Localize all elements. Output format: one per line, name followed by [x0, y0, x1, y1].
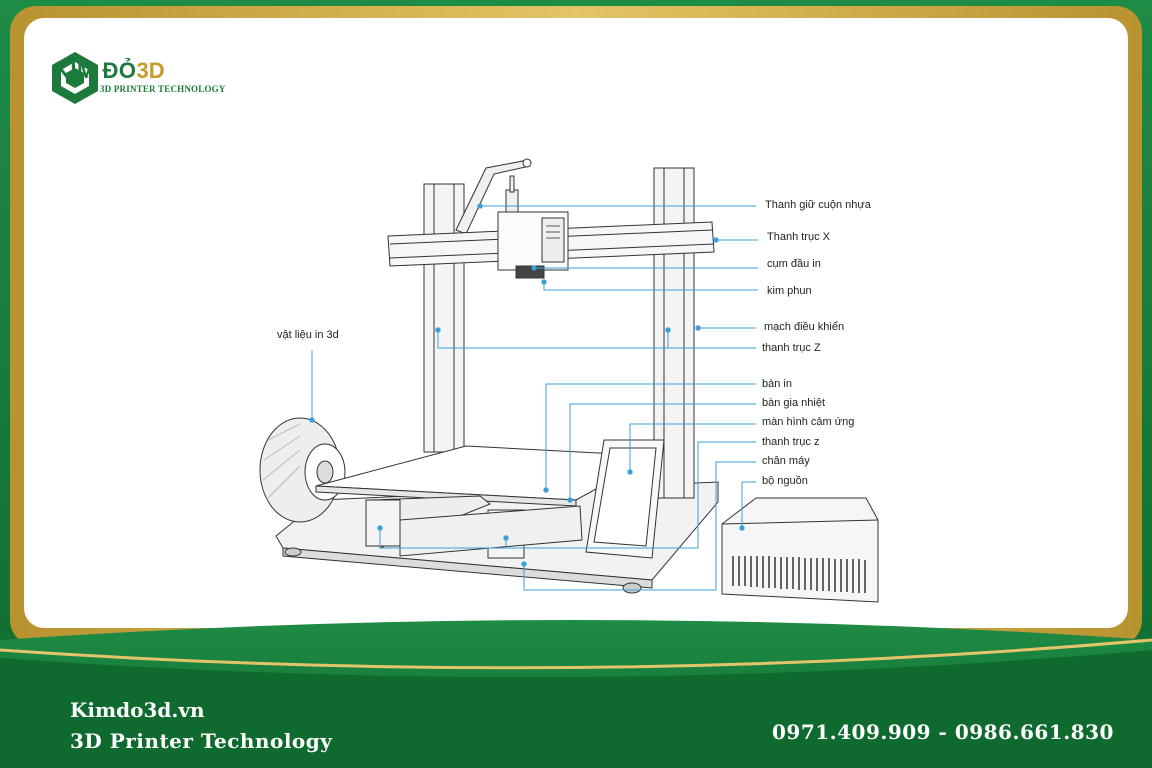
- label-power-supply: bộ nguồn: [762, 475, 808, 487]
- footer-website: Kimdo3d.vn: [70, 698, 205, 722]
- brand-name-part1: KIM ĐỎ: [54, 58, 137, 83]
- label-z-axis: thanh trục Z: [762, 342, 821, 354]
- label-filament: vật liệu in 3d: [277, 329, 339, 341]
- label-print-head: cụm đầu in: [767, 258, 821, 270]
- label-control-board: mạch điều khiển: [764, 321, 845, 333]
- leader-lines: [309, 203, 758, 591]
- brand-subtitle: 3D PRINTER TECHNOLOGY: [100, 84, 226, 94]
- brand-name-part2: 3D: [136, 58, 165, 83]
- label-spool-holder: Thanh giữ cuộn nhựa: [765, 199, 871, 211]
- printer-illustration: [259, 158, 879, 603]
- label-touch-screen: màn hình cảm ứng: [762, 416, 855, 428]
- label-z-axis-lower: thanh trục z: [762, 436, 820, 448]
- label-print-bed: bàn in: [762, 378, 792, 390]
- footer-phones: 0971.409.909 - 0986.661.830: [772, 720, 1114, 744]
- label-nozzle: kim phun: [767, 285, 812, 297]
- footer-tagline: 3D Printer Technology: [70, 729, 333, 753]
- label-base: chân máy: [762, 455, 810, 467]
- label-heat-bed: bàn gia nhiệt: [762, 397, 825, 409]
- label-x-axis: Thanh trục X: [767, 231, 830, 243]
- logo-icon: [52, 52, 98, 104]
- brand-name: KIM ĐỎ3D: [54, 58, 165, 84]
